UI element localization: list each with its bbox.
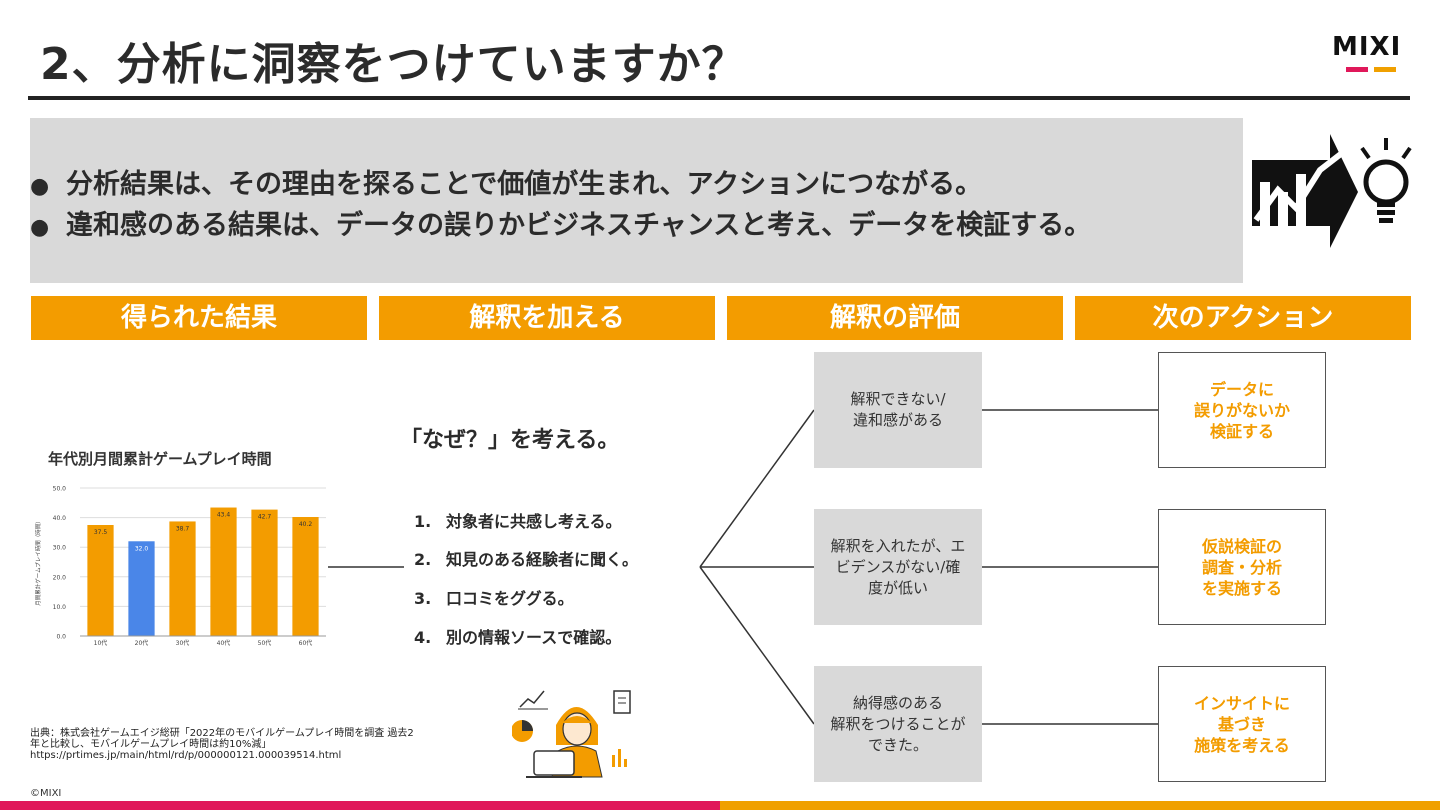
y-tick-label: 40.0 <box>53 515 67 522</box>
y-tick-label: 30.0 <box>53 545 67 552</box>
x-tick-label: 40代 <box>217 639 231 647</box>
step-item: 2. 知見のある経験者に聞く。 <box>414 546 638 570</box>
growth-chart-icon <box>1252 134 1412 248</box>
summary-text: 違和感のある結果は、データの誤りかビジネスチャンスと考え、データを検証する。 <box>66 210 1092 241</box>
x-tick-label: 30代 <box>176 639 190 647</box>
page-title: 2、分析に洞察をつけていますか？ <box>40 39 747 90</box>
summary-bullet: ● 違和感のある結果は、データの誤りかビジネスチャンスと考え、データを検証する。 <box>30 203 1091 242</box>
step-number: 2. <box>414 550 432 569</box>
action-box-plan-measures: インサイトに 基づき 施策を考える <box>1158 666 1326 782</box>
bar-10代 <box>87 525 114 636</box>
copyright: ©MIXI <box>30 788 62 799</box>
data-label: 43.4 <box>217 512 231 519</box>
evaluation-box-low-evidence: 解釈を入れたが、エ ビデンスがない/確 度が低い <box>814 509 982 625</box>
step-text: 知見のある経験者に聞く。 <box>446 550 639 569</box>
y-tick-label: 0.0 <box>56 634 66 641</box>
logo-text: MIXI <box>1332 32 1402 62</box>
x-tick-label: 10代 <box>94 639 108 647</box>
column-header-result: 得られた結果 <box>31 296 367 340</box>
evaluation-box-convincing: 納得感のある 解釈をつけることが できた。 <box>814 666 982 782</box>
column-header-evaluation: 解釈の評価 <box>727 296 1063 340</box>
bar-20代 <box>128 541 155 636</box>
summary-bullet: ● 分析結果は、その理由を探ることで価値が生まれ、アクションにつながる。 <box>30 162 982 201</box>
footer-bar-pink <box>0 801 720 810</box>
step-item: 3. 口コミをググる。 <box>414 585 574 609</box>
person-at-laptop-illustration <box>512 690 631 778</box>
data-label: 32.0 <box>135 545 149 552</box>
evaluation-box-uninterpretable: 解釈できない/ 違和感がある <box>814 352 982 468</box>
y-tick-label: 20.0 <box>53 574 67 581</box>
y-tick-label: 10.0 <box>53 604 67 611</box>
mixi-logo: MIXI <box>1332 34 1410 76</box>
step-item: 1. 対象者に共感し考える。 <box>414 508 622 532</box>
step-text: 口コミをググる。 <box>446 589 574 608</box>
x-tick-label: 20代 <box>135 639 149 647</box>
lightbulb-icon <box>1360 138 1412 223</box>
action-box-verify-data: データに 誤りがないか 検証する <box>1158 352 1326 468</box>
title-divider <box>28 96 1410 100</box>
bar-chart: 0.0 10.0 20.0 30.0 40.0 50.0 月間累計ゲームプレイ時間（時間） 3… <box>34 486 326 647</box>
column-header-action: 次のアクション <box>1075 296 1411 340</box>
bar-60代 <box>292 517 319 636</box>
bar-50代 <box>251 509 278 636</box>
y-tick-label: 50.0 <box>53 486 67 493</box>
x-tick-label: 50代 <box>258 639 272 647</box>
x-tick-label: 60代 <box>299 639 313 647</box>
logo-orange-bar <box>1374 67 1396 72</box>
y-axis-label: 月間累計ゲームプレイ時間（時間） <box>34 518 42 606</box>
data-label: 40.2 <box>299 521 313 528</box>
why-question: 「なぜ？」を考える。 <box>400 428 620 453</box>
data-label: 37.5 <box>94 529 108 536</box>
summary-text: 分析結果は、その理由を探ることで価値が生まれ、アクションにつながる。 <box>66 169 983 200</box>
footer-bar-orange <box>720 801 1440 810</box>
chart-title: 年代別月間累計ゲームプレイ時間 <box>48 450 272 468</box>
data-label: 38.7 <box>176 525 190 532</box>
summary-panel: ● 分析結果は、その理由を探ることで価値が生まれ、アクションにつながる。 ● 違和感… <box>30 118 1243 283</box>
step-text: 対象者に共感し考える。 <box>446 512 622 531</box>
source-citation: 出典：株式会社ゲームエイジ総研「2022年のモバイルゲームプレイ時間を調査 過去… <box>30 728 414 761</box>
logo-pink-bar <box>1346 67 1368 72</box>
bullet-dot: ● <box>30 174 50 199</box>
step-number: 3. <box>414 589 432 608</box>
step-number: 4. <box>414 628 432 647</box>
action-box-hypothesis-research: 仮説検証の 調査・分析 を実施する <box>1158 509 1326 625</box>
bar-30代 <box>169 521 196 636</box>
step-text: 別の情報ソースで確認。 <box>446 628 622 647</box>
data-label: 42.7 <box>258 514 272 521</box>
column-header-interpretation: 解釈を加える <box>379 296 715 340</box>
bar-40代 <box>210 507 237 636</box>
step-number: 1. <box>414 512 432 531</box>
bullet-dot: ● <box>30 215 50 240</box>
step-item: 4. 別の情報ソースで確認。 <box>414 624 621 648</box>
